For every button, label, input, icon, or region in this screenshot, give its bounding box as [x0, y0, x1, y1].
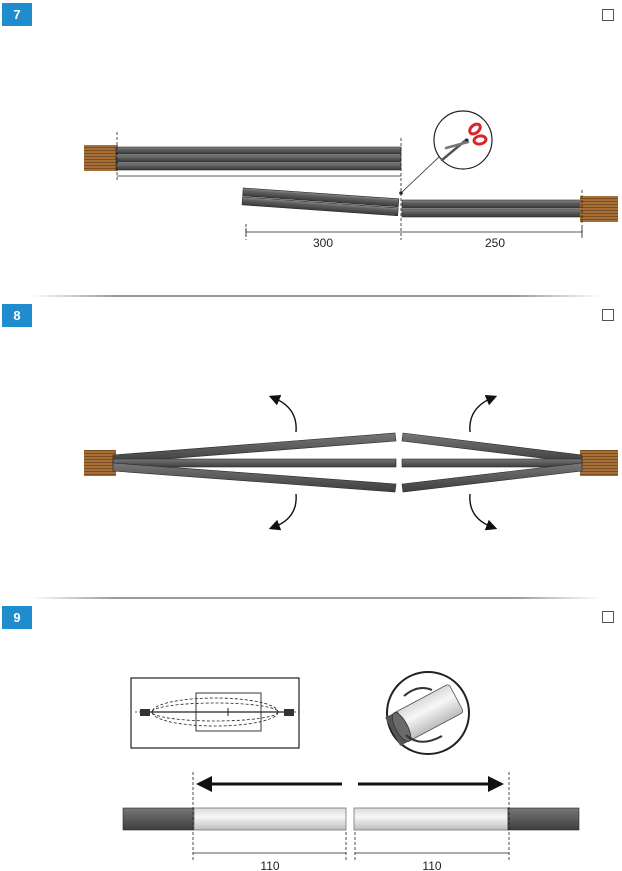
conductor-cut	[242, 187, 400, 208]
rotate-arrow-icon	[469, 394, 498, 433]
conductor	[112, 432, 397, 464]
conductor	[401, 432, 583, 464]
conductor	[115, 162, 402, 171]
dimension-label-250: 250	[485, 236, 505, 250]
section-divider	[30, 295, 600, 297]
step-9-illustration: 110 110	[122, 671, 580, 871]
cable-segment	[507, 807, 580, 831]
step-9-checkbox[interactable]	[602, 611, 614, 623]
splice-schematic-inset	[130, 677, 300, 749]
conductor	[115, 146, 402, 155]
conductor	[401, 458, 583, 468]
rotate-arrow-icon	[469, 493, 498, 531]
copper-strands-left	[84, 450, 116, 476]
rotate-arrow-icon	[268, 493, 297, 531]
conductor	[401, 199, 583, 209]
step-badge-9: 9	[2, 606, 32, 629]
dimension-label-300: 300	[313, 236, 333, 250]
section-divider	[30, 597, 600, 599]
white-sleeve-right	[353, 807, 509, 831]
step-7-illustration: 300 250	[84, 110, 618, 250]
conductor	[401, 462, 583, 493]
dimension-label-110-left: 110	[260, 859, 279, 871]
tape-wrap-icon	[385, 671, 470, 755]
conductor	[112, 462, 397, 493]
white-sleeve-left	[193, 807, 347, 831]
copper-strands-left	[84, 145, 118, 171]
dimension-label-110-right: 110	[422, 859, 441, 871]
cable-segment	[122, 807, 195, 831]
copper-strands-right	[580, 196, 618, 222]
conductor	[112, 458, 397, 468]
conductor	[401, 208, 583, 218]
rotate-arrow-icon	[268, 394, 297, 433]
step-badge-8: 8	[2, 304, 32, 327]
conductor-cut	[241, 196, 399, 217]
conductor	[115, 154, 402, 163]
scissors-icon	[433, 110, 493, 170]
step-badge-7: 7	[2, 3, 32, 26]
copper-strands-right	[580, 450, 618, 476]
step-8-illustration	[84, 394, 618, 531]
step-7-checkbox[interactable]	[602, 9, 614, 21]
step-8-checkbox[interactable]	[602, 309, 614, 321]
